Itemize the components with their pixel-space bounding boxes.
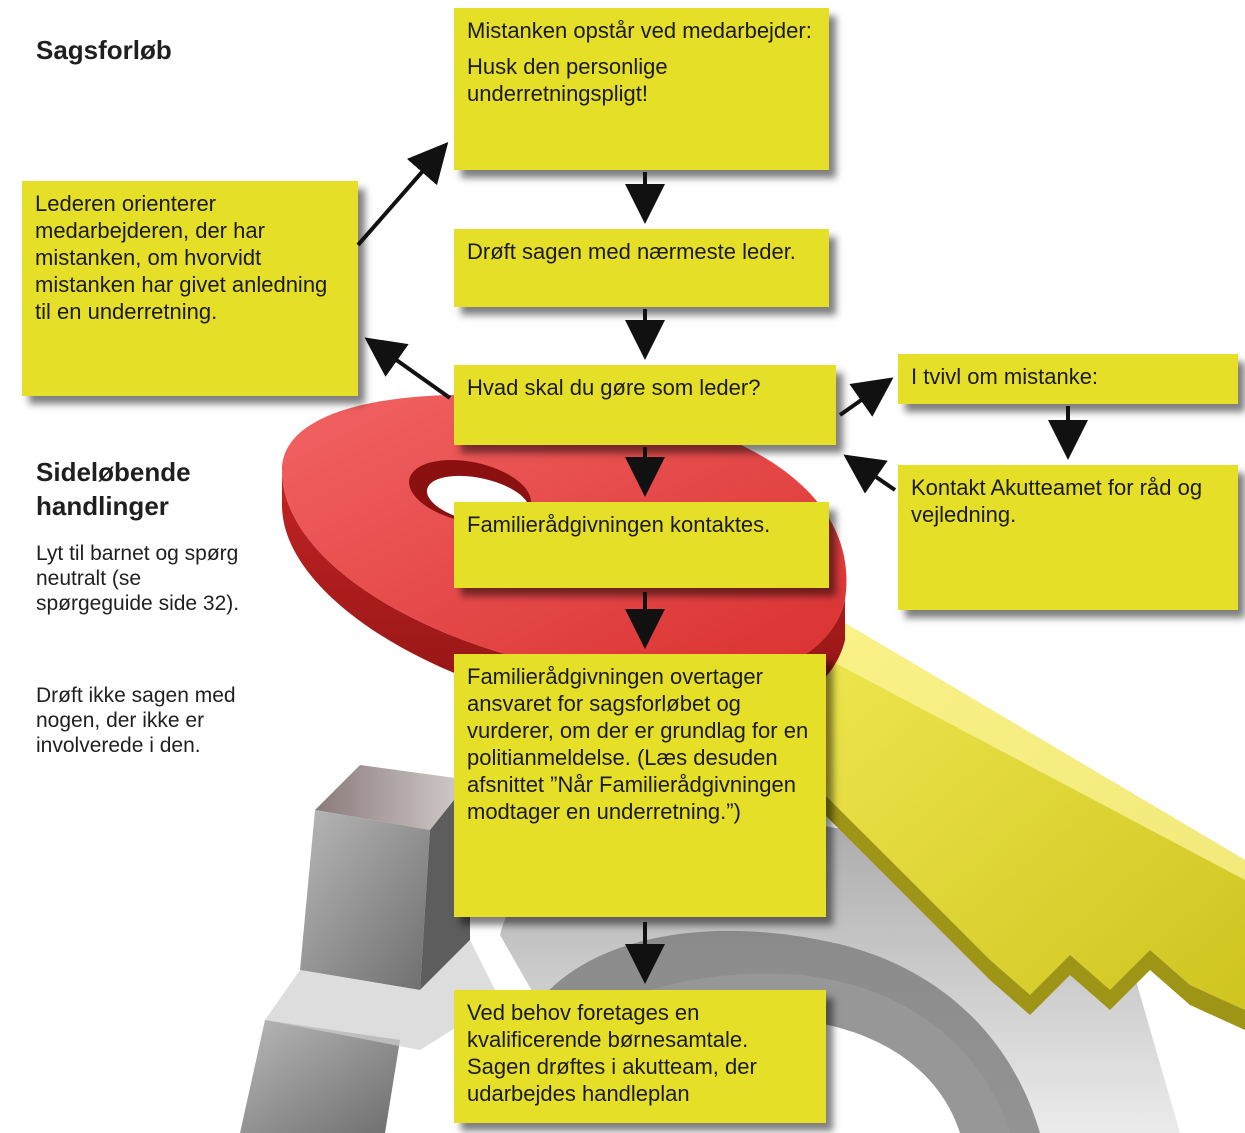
box-mistanken-line2: Husk den personlige underretningspligt! [467, 54, 668, 106]
sideloebende-paragraph-1: Lyt til barnet og spørg neutralt (se spø… [36, 542, 240, 615]
box-mistanken: Mistanken opstår ved medarbejder: Husk d… [454, 8, 829, 170]
box-lederen-orienterer: Lederen orienterer medarbejderen, der ha… [22, 181, 358, 396]
box-ved-behov-text: Ved behov foretages en kvalificerende bø… [467, 1000, 757, 1106]
box-droeft-sagen: Drøft sagen med nærmeste leder. [454, 229, 829, 307]
box-hvad-skal-du-goere-text: Hvad skal du gøre som leder? [467, 375, 761, 400]
box-ved-behov: Ved behov foretages en kvalificerende bø… [454, 990, 826, 1123]
box-i-tvivl: I tvivl om mistanke: [898, 354, 1238, 404]
box-kontakt-akutteamet: Kontakt Akutteamet for råd og vejledning… [898, 465, 1238, 610]
box-familie-overtager: Familierådgivningen overtager ansvaret f… [454, 654, 826, 917]
sideloebende-heading-line1: Sideløbende [36, 457, 191, 487]
box-hvad-skal-du-goere: Hvad skal du gøre som leder? [454, 365, 836, 445]
sideloebende-paragraph-2: Drøft ikke sagen med nogen, der ikke er … [36, 684, 236, 757]
box-i-tvivl-text: I tvivl om mistanke: [911, 364, 1099, 389]
box-familie-kontaktes: Familierådgivningen kontaktes. [454, 502, 829, 588]
box-familie-kontaktes-text: Familierådgivningen kontaktes. [467, 512, 771, 537]
box-kontakt-akutteamet-text: Kontakt Akutteamet for råd og vejledning… [911, 475, 1203, 527]
box-mistanken-line1: Mistanken opstår ved medarbejder: [467, 18, 812, 43]
sideloebende-heading: Sideløbende handlinger [36, 455, 191, 523]
box-lederen-orienterer-text: Lederen orienterer medarbejderen, der ha… [35, 191, 328, 324]
box-droeft-sagen-text: Drøft sagen med nærmeste leder. [467, 239, 796, 264]
sagsforloeb-heading: Sagsforløb [36, 35, 172, 65]
box-familie-overtager-text: Familierådgivningen overtager ansvaret f… [467, 664, 809, 824]
sideloebende-heading-line2: handlinger [36, 491, 169, 521]
